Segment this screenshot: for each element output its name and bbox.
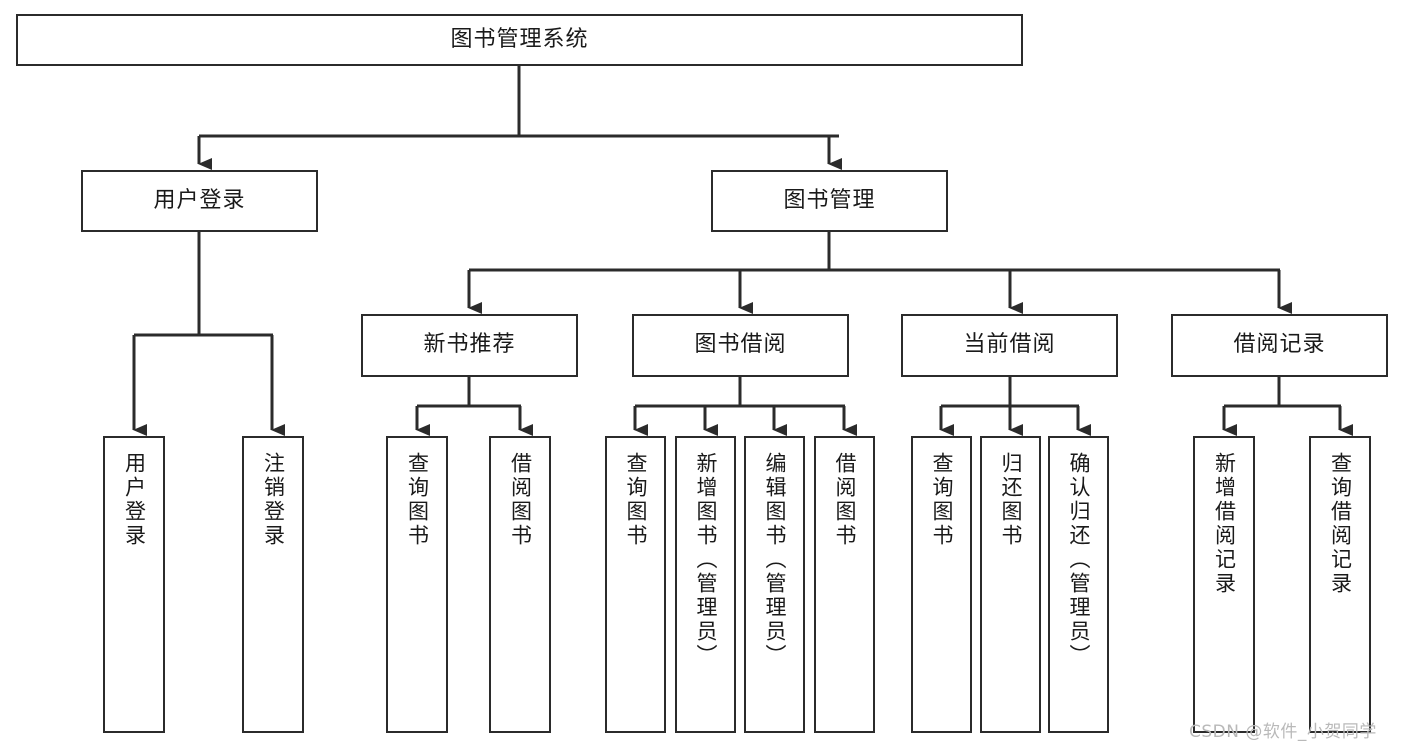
node-leaf-query-book-1[interactable]: 查询图书 [386,436,448,733]
node-leaf-add-book-label: 新增图书（管理员） [694,452,719,668]
node-leaf-logout-login-label: 注销登录 [261,452,286,548]
node-leaf-borrow-book-2-label: 借阅图书 [833,452,858,548]
node-new-book-recommend[interactable]: 新书推荐 [361,314,578,377]
node-book-borrow[interactable]: 图书借阅 [632,314,849,377]
node-new-book-recommend-label: 新书推荐 [423,332,516,358]
node-leaf-borrow-book-1[interactable]: 借阅图书 [489,436,551,733]
node-leaf-query-book-1-label: 查询图书 [405,452,430,548]
node-user-login[interactable]: 用户登录 [81,170,318,232]
node-leaf-query-book-3[interactable]: 查询图书 [911,436,972,733]
node-leaf-confirm-return[interactable]: 确认归还（管理员） [1048,436,1109,733]
node-leaf-query-book-2[interactable]: 查询图书 [605,436,666,733]
node-leaf-return-book[interactable]: 归还图书 [980,436,1041,733]
node-current-borrow[interactable]: 当前借阅 [901,314,1118,377]
node-leaf-query-record-label: 查询借阅记录 [1328,452,1353,596]
node-book-management[interactable]: 图书管理 [711,170,948,232]
node-leaf-borrow-book-2[interactable]: 借阅图书 [814,436,875,733]
node-user-login-label: 用户登录 [153,187,246,213]
node-current-borrow-label: 当前借阅 [963,332,1056,358]
node-leaf-borrow-book-1-label: 借阅图书 [508,452,533,548]
node-leaf-query-book-3-label: 查询图书 [930,452,955,548]
node-leaf-add-record-label: 新增借阅记录 [1212,452,1237,596]
watermark: CSDN @软件_小贺同学 [1189,722,1377,742]
node-borrow-record-label: 借阅记录 [1233,332,1326,358]
node-leaf-query-book-2-label: 查询图书 [624,452,649,548]
node-leaf-user-login[interactable]: 用户登录 [103,436,165,733]
node-leaf-add-book[interactable]: 新增图书（管理员） [675,436,736,733]
node-book-borrow-label: 图书借阅 [694,332,787,358]
node-leaf-confirm-return-label: 确认归还（管理员） [1067,452,1092,668]
node-book-management-label: 图书管理 [783,187,876,213]
node-leaf-edit-book[interactable]: 编辑图书（管理员） [744,436,805,733]
node-leaf-logout-login[interactable]: 注销登录 [242,436,304,733]
node-leaf-return-book-label: 归还图书 [999,452,1024,548]
node-borrow-record[interactable]: 借阅记录 [1171,314,1388,377]
node-leaf-edit-book-label: 编辑图书（管理员） [763,452,788,668]
node-leaf-add-record[interactable]: 新增借阅记录 [1193,436,1255,733]
node-leaf-user-login-label: 用户登录 [122,452,147,548]
node-root[interactable]: 图书管理系统 [16,14,1023,66]
node-root-label: 图书管理系统 [450,26,589,52]
node-leaf-query-record[interactable]: 查询借阅记录 [1309,436,1371,733]
